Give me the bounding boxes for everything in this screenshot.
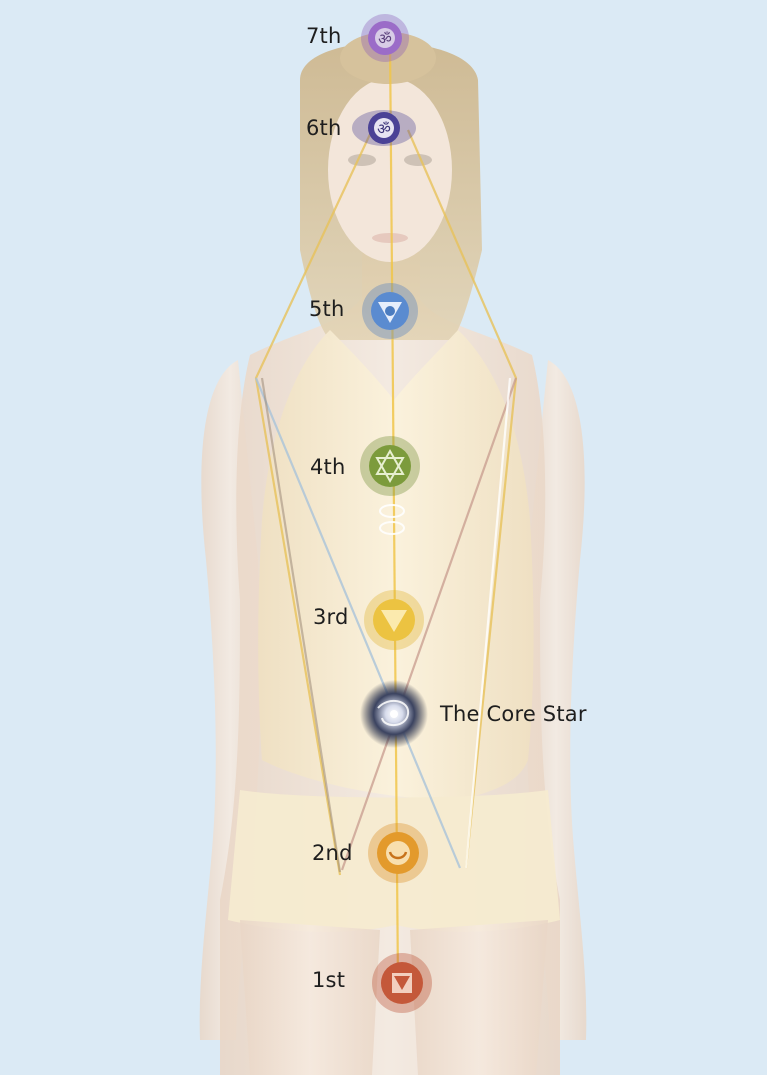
svg-text:ॐ: ॐ xyxy=(377,120,391,138)
chakra-3rd-icon xyxy=(364,590,424,650)
chakra-label-2nd: 2nd xyxy=(312,841,353,865)
svg-text:ॐ: ॐ xyxy=(378,30,392,48)
chakra-4th-icon xyxy=(360,436,420,496)
chakra-5th-icon xyxy=(362,283,418,339)
chakra-6th-icon: ॐ xyxy=(352,110,416,146)
core-star-icon xyxy=(360,680,428,748)
chakra-2nd-icon xyxy=(368,823,428,883)
chakra-label-6th: 6th xyxy=(306,116,342,140)
body-silhouette xyxy=(200,32,587,1075)
chakra-1st-icon xyxy=(372,953,432,1013)
chakra-label-7th: 7th xyxy=(306,24,342,48)
chakra-7th-icon: ॐ xyxy=(361,14,409,62)
chakra-label-5th: 5th xyxy=(309,297,345,321)
chakra-label-3rd: 3rd xyxy=(313,605,349,629)
core-star-label: The Core Star xyxy=(440,702,587,726)
chakra-label-4th: 4th xyxy=(310,455,346,479)
chakra-label-1st: 1st xyxy=(312,968,345,992)
